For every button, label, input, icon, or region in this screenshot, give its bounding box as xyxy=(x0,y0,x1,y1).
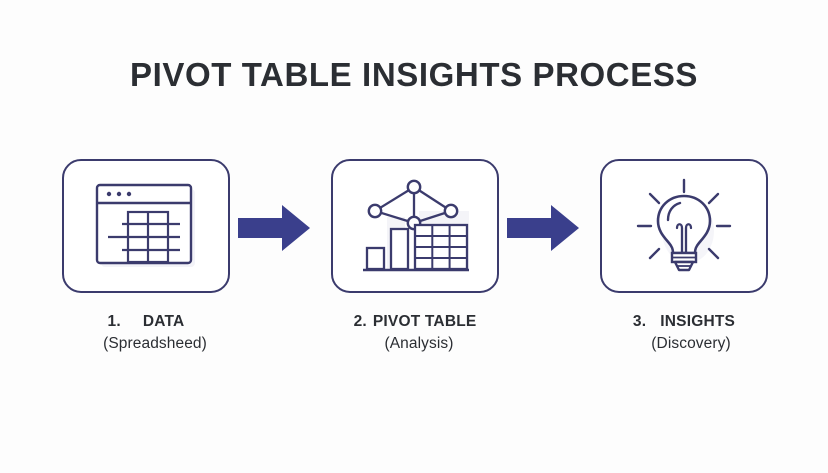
network-chart-grid-icon xyxy=(333,161,497,291)
step-caption-line-1: 2. PIVOT TABLE xyxy=(295,312,535,333)
step-label: DATA xyxy=(142,313,185,330)
step-sublabel: (Analysis) xyxy=(384,334,454,352)
step-caption-pivot-table: 2. PIVOT TABLE (Analysis) xyxy=(295,312,535,355)
page-title: PIVOT TABLE INSIGHTS PROCESS xyxy=(129,56,699,93)
step-label: PIVOT TABLE xyxy=(372,313,477,330)
spreadsheet-window-icon xyxy=(64,161,228,291)
step-caption-data: 1. DATA (Spreadsheed) xyxy=(26,312,266,355)
step-box-data xyxy=(62,159,230,293)
step-number: 1. xyxy=(107,313,121,330)
step-sublabel: (Discovery) xyxy=(651,334,731,352)
lightbulb-icon xyxy=(602,161,766,291)
arrow-step1-to-step2 xyxy=(238,203,310,253)
step-caption-insights: 3. INSIGHTS (Discovery) xyxy=(564,312,804,355)
step-number: 2. xyxy=(353,313,367,330)
arrow-step2-to-step3 xyxy=(507,203,579,253)
step-box-insights xyxy=(600,159,768,293)
step-sublabel: (Spreadsheed) xyxy=(103,334,207,352)
step-number: 3. xyxy=(632,313,647,330)
step-label: INSIGHTS xyxy=(660,313,736,330)
step-box-pivot-table xyxy=(331,159,499,293)
step-caption-line-1: 3. INSIGHTS xyxy=(564,312,804,333)
step-caption-line-1: 1. DATA xyxy=(26,312,266,333)
